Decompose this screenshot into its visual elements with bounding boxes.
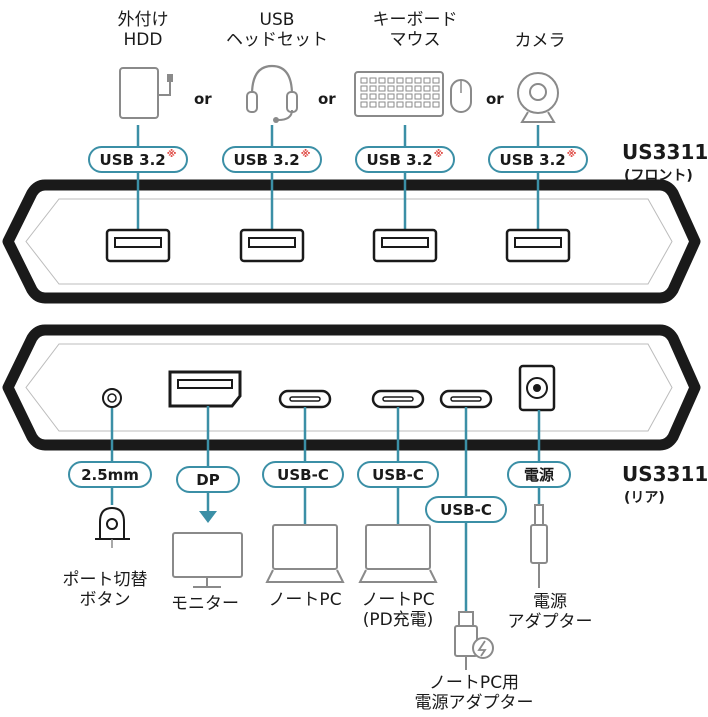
label-port-switch-button: ポート切替 ボタン (62, 570, 148, 610)
switch-button-icon (95, 506, 130, 548)
camera-icon (517, 72, 559, 123)
note-mark-3: ※ (433, 149, 444, 160)
usb-a-port-tongue-1 (114, 237, 162, 248)
note-mark-2: ※ (300, 149, 311, 160)
front-port-label-2: USB 3.2 (233, 150, 300, 169)
label-laptop-1: ノートPC (268, 590, 342, 610)
rear-port-label-usbc-2: USB-C (372, 465, 424, 484)
keyboard-icon (354, 71, 444, 117)
monitor-icon (172, 532, 243, 588)
label-external-hdd: 外付け HDD (117, 10, 169, 50)
or-text-2: or (318, 90, 336, 108)
usb-a-port-tongue-2 (248, 237, 296, 248)
rear-port-label-2-5mm: 2.5mm (81, 465, 139, 484)
or-text-1: or (194, 90, 212, 108)
usb-c-port-tongue-3 (450, 396, 482, 402)
front-port-pill-4: USB 3.2※ (488, 146, 588, 173)
rear-port-label-power: 電源 (523, 466, 554, 484)
rear-port-label-usbc-3: USB-C (440, 500, 492, 519)
usb-a-port-tongue-3 (381, 237, 429, 248)
mouse-icon (450, 79, 472, 113)
usb-c-port-tongue-2 (382, 396, 414, 402)
rear-port-pill-power: 電源 (507, 461, 571, 488)
power-adapter-icon (454, 611, 494, 670)
front-port-label-3: USB 3.2 (366, 150, 433, 169)
rear-port-pill-usbc-1: USB-C (262, 461, 344, 488)
rear-port-pill-2-5mm: 2.5mm (68, 461, 152, 488)
usb-a-port-tongue-4 (514, 237, 562, 248)
rear-port-pill-usbc-2: USB-C (357, 461, 439, 488)
front-port-label-4: USB 3.2 (499, 150, 566, 169)
label-keyboard-mouse: キーボード マウス (372, 10, 458, 50)
rear-hub-body (2, 324, 701, 451)
front-subtitle: (フロント) (624, 168, 693, 184)
label-monitor: モニター (171, 594, 239, 614)
or-text-3: or (486, 90, 504, 108)
rear-title: US3311 (622, 462, 708, 486)
note-mark-1: ※ (166, 149, 177, 160)
front-port-pill-1: USB 3.2※ (88, 146, 188, 173)
label-camera: カメラ (514, 31, 566, 51)
displayport-port-tongue (177, 379, 233, 389)
dc-plug-icon (530, 504, 548, 588)
laptop-icon-1 (265, 524, 345, 583)
rear-port-pill-dp: DP (176, 466, 240, 493)
rear-port-pill-usbc-3: USB-C (425, 496, 507, 523)
front-hub-body (2, 179, 701, 304)
dc-power-port-pin (533, 384, 541, 392)
label-power-adapter: 電源 アダプター (507, 592, 593, 632)
headset-icon (246, 64, 298, 123)
front-hub-body-inner (25, 198, 673, 285)
note-mark-4: ※ (566, 149, 577, 160)
front-port-pill-2: USB 3.2※ (222, 146, 322, 173)
hdd-icon (119, 67, 173, 119)
front-port-label-1: USB 3.2 (99, 150, 166, 169)
rear-port-label-dp: DP (196, 470, 220, 489)
dp-arrow-icon (199, 511, 217, 523)
jack-2-5mm-port-inner (107, 393, 117, 403)
usb-c-port-tongue-1 (289, 396, 321, 402)
front-title: US3311 (622, 140, 708, 164)
label-laptop-pd: ノートPC (PD充電) (361, 590, 435, 630)
rear-hub-body-inner (25, 343, 673, 432)
label-laptop-power-adapter: ノートPC用 電源アダプター (414, 673, 534, 713)
laptop-icon-2 (358, 524, 438, 583)
front-port-pill-3: USB 3.2※ (355, 146, 455, 173)
label-usb-headset: USB ヘッドセット (226, 10, 328, 50)
rear-port-label-usbc-1: USB-C (277, 465, 329, 484)
rear-subtitle: (リア) (624, 490, 665, 506)
